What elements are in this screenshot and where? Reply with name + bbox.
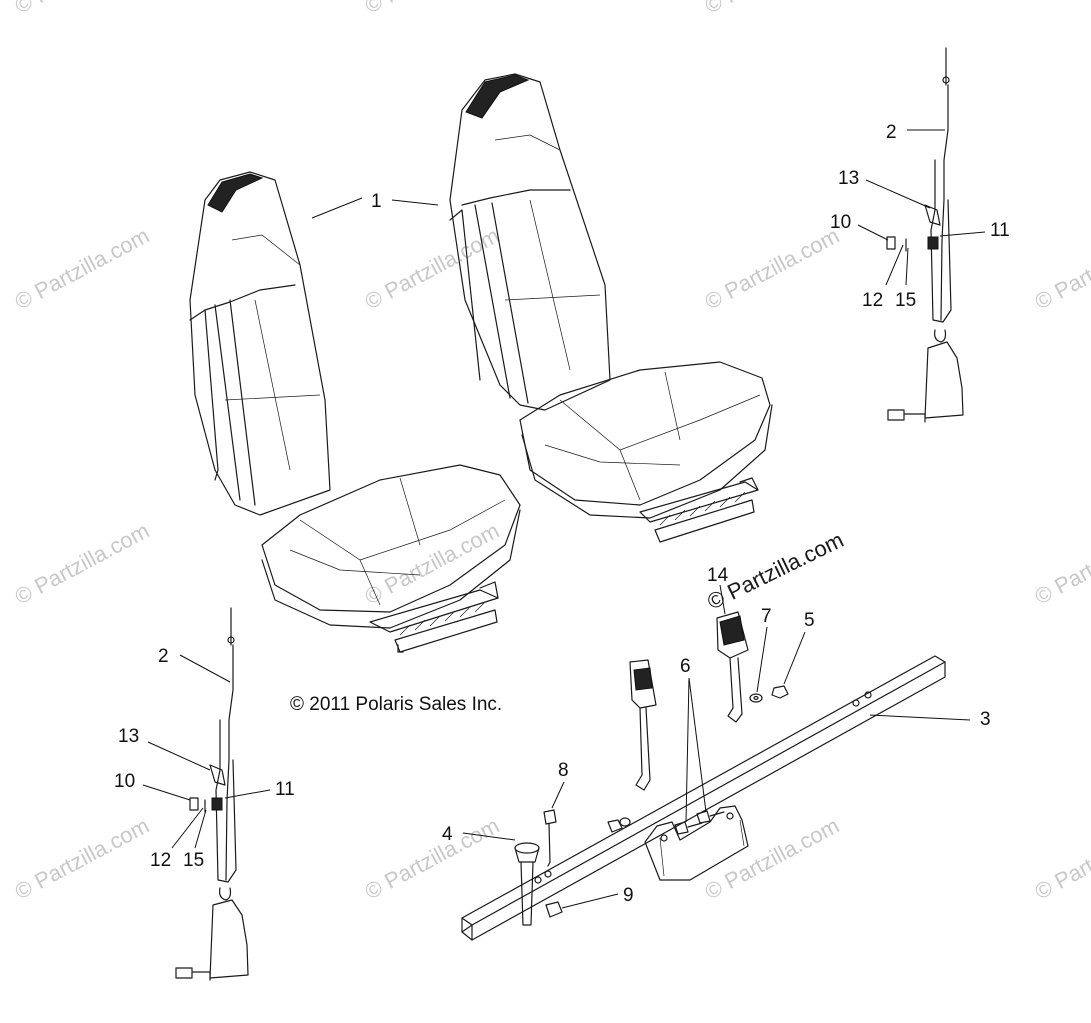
copyright-notice: © 2011 Polaris Sales Inc. — [290, 694, 502, 715]
watermark: © Partzilla.com — [701, 813, 844, 905]
callout-2-right: 2 — [886, 122, 897, 143]
watermark: © Partzilla.com — [11, 223, 154, 315]
callout-11-right: 11 — [990, 220, 1010, 241]
seat-left — [189, 171, 521, 653]
watermark: © Partzilla.com — [361, 223, 504, 315]
callout-15-left: 15 — [183, 850, 204, 871]
callout-12-left: 12 — [150, 850, 171, 871]
watermark: © Partzilla.com — [361, 813, 504, 905]
callout-5: 5 — [804, 610, 815, 631]
callout-4: 4 — [442, 824, 453, 845]
watermark: © Partzilla.com — [701, 0, 844, 18]
callout-14: 14 — [707, 565, 729, 586]
watermark: © Partzilla.com — [361, 518, 504, 610]
watermark: © Partzilla.com — [361, 0, 504, 18]
watermark: © Partzilla.com — [1031, 813, 1091, 905]
seat-belt-left — [175, 607, 249, 981]
callout-2-left: 2 — [158, 646, 169, 667]
buckles — [607, 611, 789, 835]
seat-right — [449, 73, 773, 543]
watermark: © Partzilla.com — [701, 223, 844, 315]
callout-1: 1 — [371, 191, 382, 212]
callout-10-left: 10 — [114, 771, 135, 792]
callout-13-left: 13 — [118, 726, 139, 747]
pins — [514, 809, 563, 926]
callout-12-right: 12 — [862, 290, 883, 311]
callout-7: 7 — [761, 606, 772, 627]
callout-8: 8 — [558, 760, 569, 781]
watermark: © Partzilla.com — [1031, 518, 1091, 610]
watermark: © Partzilla.com — [11, 813, 154, 905]
seat-belt-right — [886, 47, 964, 423]
leaders — [142, 129, 986, 909]
callout-9: 9 — [623, 885, 634, 906]
callout-6: 6 — [680, 656, 691, 677]
callout-10-right: 10 — [830, 212, 851, 233]
callout-13-right: 13 — [838, 168, 859, 189]
watermark: © Partzilla.com — [11, 0, 154, 18]
callout-15-right: 15 — [895, 290, 916, 311]
watermark: © Partzilla.com — [1031, 223, 1091, 315]
callout-11-left: 11 — [275, 779, 295, 800]
callout-3: 3 — [980, 709, 991, 730]
cross-bar — [461, 655, 946, 941]
watermarks: © Partzilla.com © Partzilla.com © Partzi… — [11, 0, 1091, 904]
callout-labels: 1 2 13 10 11 12 15 2 13 10 11 12 15 14 7… — [114, 122, 1010, 906]
watermark: © Partzilla.com — [11, 518, 154, 610]
